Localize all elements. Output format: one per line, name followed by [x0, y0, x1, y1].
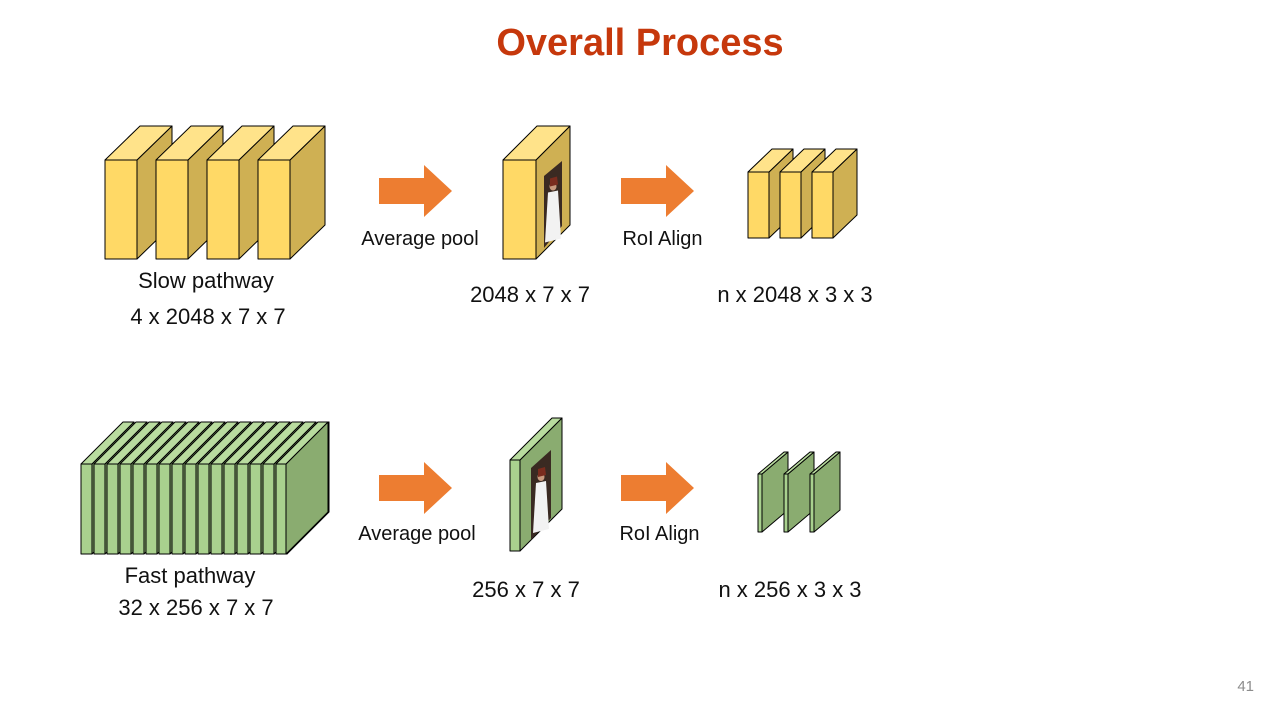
slow-roi-label: RoI Align: [622, 228, 703, 250]
fast-roi-dims: n x 256 x 3 x 3: [718, 577, 862, 602]
slide-title: Overall Process: [496, 22, 784, 64]
slow-roi-arrow: [621, 165, 694, 217]
slow-roi-slab: [811, 148, 858, 239]
fast-pathway-feature-stack: [80, 421, 330, 555]
slow-pooled-feature-map: [502, 125, 571, 260]
fast-roi-slab: [757, 451, 789, 533]
slow-photo-image: [544, 161, 562, 248]
page-number: 41: [1237, 678, 1254, 695]
fast-roi-arrow: [621, 462, 694, 514]
slow-input-dims: 4 x 2048 x 7 x 7: [130, 304, 286, 329]
fast-pooled-feature-map: [509, 417, 563, 552]
slow-roi-dims: n x 2048 x 3 x 3: [717, 282, 873, 307]
slow-pool-label: Average pool: [361, 228, 479, 250]
fast-input-dims: 32 x 256 x 7 x 7: [118, 595, 274, 620]
slow-pool-arrow: [379, 165, 452, 217]
fast-pooled-dims: 256 x 7 x 7: [472, 577, 580, 602]
slow-feature-slab: [257, 125, 326, 260]
slow-pooled-dims: 2048 x 7 x 7: [470, 282, 590, 307]
slow-roi-feature-stack: [747, 148, 858, 239]
fast-roi-slab: [809, 451, 841, 533]
fast-roi-feature-stack: [757, 451, 841, 533]
fast-pool-arrow: [379, 462, 452, 514]
fast-pathway-label: Fast pathway: [124, 563, 256, 588]
fast-feature-slab: [275, 421, 329, 555]
slow-pathway-label: Slow pathway: [138, 268, 274, 293]
fast-roi-label: RoI Align: [619, 523, 700, 545]
fast-pool-label: Average pool: [358, 523, 476, 545]
fast-photo-image: [531, 450, 551, 540]
slow-pathway-feature-stack: [104, 125, 326, 260]
